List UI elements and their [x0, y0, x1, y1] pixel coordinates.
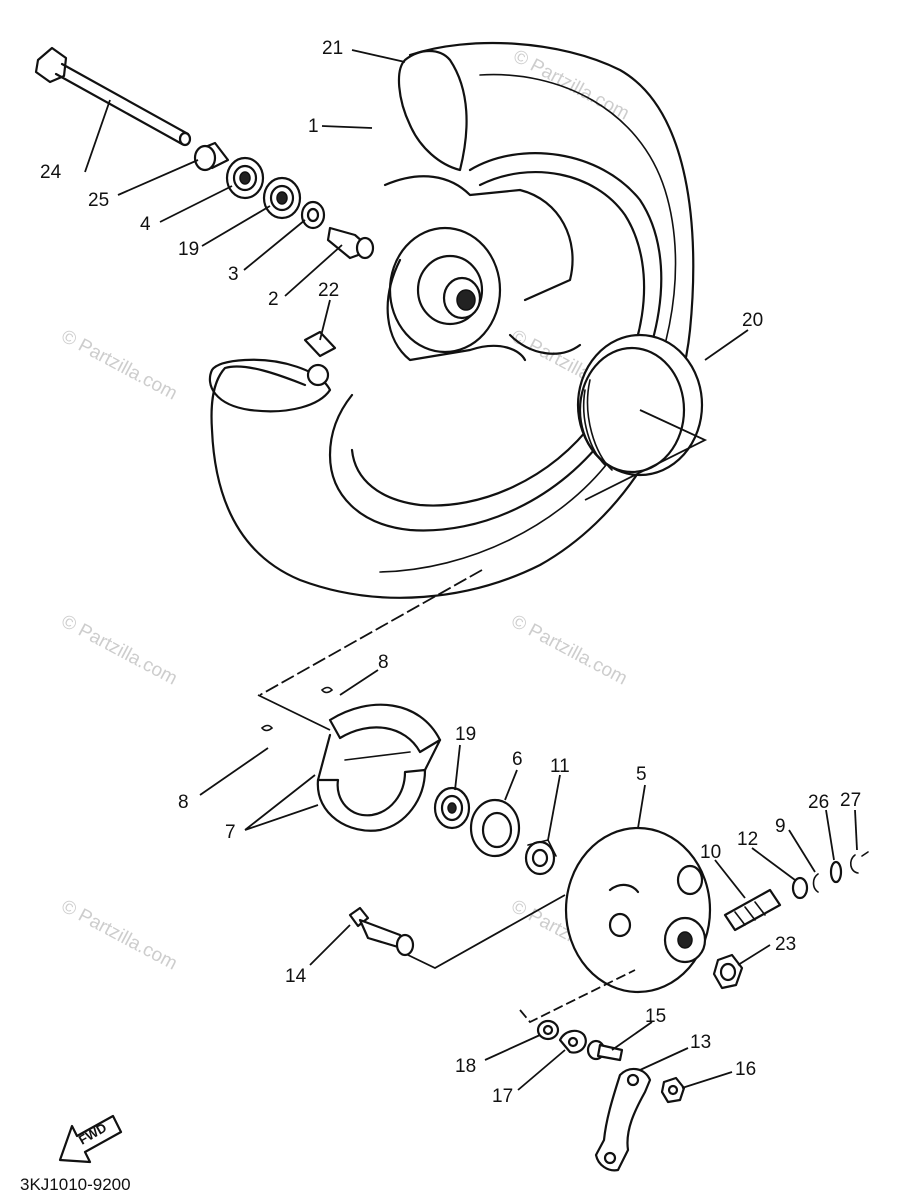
leaders-bottom	[199, 669, 858, 1091]
spoke	[383, 175, 574, 302]
part-20-ring	[576, 333, 704, 477]
part-25-collar	[193, 141, 230, 172]
diagram-code: 3KJ1010-9200	[20, 1175, 131, 1194]
part-14-cam-pin	[348, 906, 415, 957]
watermark: © Partzilla.com	[58, 611, 181, 690]
callout-labels: 21 1 24 25 4 19 3 2 22 20 8 8 7 19 6 11 …	[40, 38, 861, 1107]
valve-stem	[303, 330, 337, 358]
callout-25: 25	[88, 190, 109, 211]
callout-6: 6	[512, 749, 523, 770]
callout-8: 8	[378, 652, 389, 673]
part-24-axle	[34, 46, 192, 147]
callout-17: 17	[492, 1086, 513, 1107]
callout-2: 2	[268, 289, 279, 310]
part-17-lock-washer	[558, 1029, 587, 1054]
part-5-brake-plate	[564, 826, 712, 994]
spoke	[508, 333, 582, 355]
callout-8b: 8	[178, 792, 189, 813]
part-13-brake-arm	[594, 1067, 652, 1172]
tire-tread-line	[379, 73, 677, 573]
arrow-icon	[58, 1114, 123, 1164]
part-7-brake-shoes	[316, 703, 442, 832]
wheel-assembly	[208, 41, 695, 599]
callout-16: 16	[735, 1059, 756, 1080]
part-12-washer	[791, 876, 809, 900]
callout-19b: 19	[455, 724, 476, 745]
part-4-bearing	[225, 156, 265, 200]
part-27-circlip	[849, 851, 869, 874]
part-11-gear	[524, 839, 557, 876]
part-9-clip	[812, 873, 819, 893]
fwd-arrow: FWD	[58, 1114, 123, 1164]
rim-outer	[328, 152, 663, 532]
hub-outer	[388, 226, 502, 354]
callout-4: 4	[140, 214, 151, 235]
callout-12: 12	[737, 829, 758, 850]
callout-18: 18	[455, 1056, 476, 1077]
watermarks: © Partzilla.com © Partzilla.com © Partzi…	[58, 46, 633, 975]
part-18-washer	[536, 1019, 560, 1041]
callout-3: 3	[228, 264, 239, 285]
valve-cap	[306, 363, 330, 387]
part-19-bearing	[262, 176, 302, 220]
callout-5: 5	[636, 764, 647, 785]
callout-15: 15	[645, 1006, 666, 1027]
spoke	[386, 258, 527, 362]
part-16-nut	[660, 1076, 686, 1104]
tire-outline	[210, 41, 695, 599]
watermark: © Partzilla.com	[510, 46, 633, 125]
callout-27: 27	[840, 790, 861, 811]
watermark: © Partzilla.com	[508, 611, 631, 690]
part-10-cam-shaft	[723, 888, 782, 932]
callout-11: 11	[550, 756, 570, 777]
callout-7: 7	[225, 822, 236, 843]
watermark: © Partzilla.com	[58, 326, 181, 405]
part-23-nut	[712, 953, 744, 990]
callout-21: 21	[322, 38, 343, 59]
callout-20: 20	[742, 310, 763, 331]
callout-24: 24	[40, 162, 62, 183]
callout-13: 13	[690, 1032, 711, 1053]
part-2-spacer	[326, 226, 375, 260]
callout-10: 10	[700, 842, 721, 863]
part-6-oil-seal	[469, 798, 521, 858]
callout-1: 1	[308, 116, 319, 137]
part-8-springs	[260, 686, 334, 732]
part-3-seal	[300, 200, 326, 230]
part-26-ring	[829, 860, 843, 884]
callout-22: 22	[318, 280, 339, 301]
tire-cut-bottom	[208, 358, 332, 413]
callout-23: 23	[775, 934, 796, 955]
callout-14: 14	[285, 966, 307, 987]
tire-cut-top	[397, 49, 468, 172]
callout-9: 9	[775, 816, 786, 837]
part-19-bearing-lower	[433, 786, 471, 830]
hub-hole	[456, 289, 476, 311]
leaders-top	[84, 49, 749, 696]
callout-26: 26	[808, 792, 829, 813]
callout-19: 19	[178, 239, 199, 260]
part-15-bolt	[586, 1039, 624, 1062]
watermark: © Partzilla.com	[58, 896, 181, 975]
